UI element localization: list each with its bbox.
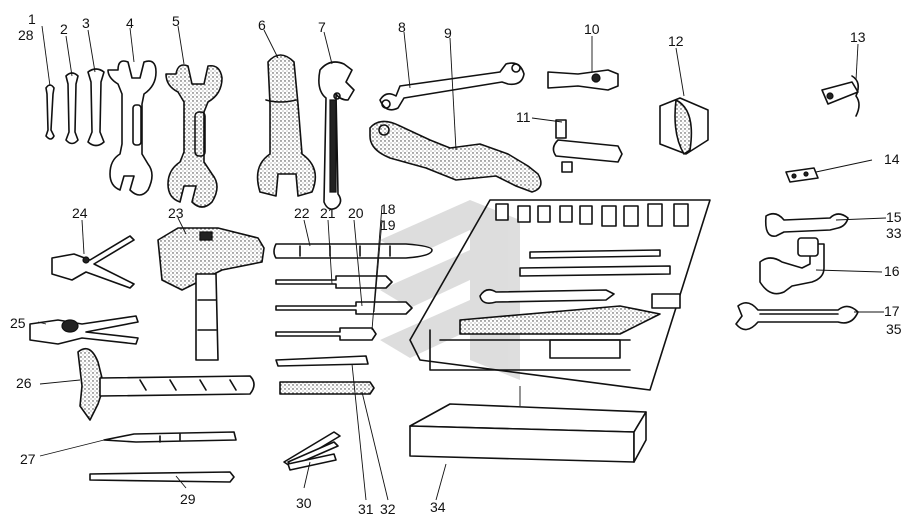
- sledge-hammer-23: [157, 227, 265, 361]
- diagonal-pliers-24: [51, 235, 135, 289]
- socket-wrench-10: [547, 69, 619, 91]
- label-22: 22: [294, 205, 310, 221]
- long-open-wrench-17: [735, 302, 859, 331]
- label-8: 8: [398, 19, 406, 35]
- label-30: 30: [296, 495, 312, 511]
- label-7: 7: [318, 19, 326, 35]
- open-wrench-3: [87, 68, 105, 147]
- label-21: 21: [320, 205, 336, 221]
- file-32: [279, 381, 375, 395]
- label-3: 3: [82, 15, 90, 31]
- hammer-26: [77, 347, 255, 421]
- part-labels: 1 28 2 3 4 5 6 7 8 9 10 11 12 13 14 15 3…: [10, 11, 902, 517]
- large-open-wrench-5: [165, 64, 223, 208]
- label-27: 27: [20, 451, 36, 467]
- label-5: 5: [172, 13, 180, 29]
- open-wrench-2: [65, 72, 79, 145]
- label-23: 23: [168, 205, 184, 221]
- label-12: 12: [668, 33, 684, 49]
- label-6: 6: [258, 17, 266, 33]
- label-29: 29: [180, 491, 196, 507]
- small-open-wrench-1: [45, 84, 55, 140]
- tool-roll-panel: [409, 199, 711, 391]
- tool-box-34: [409, 403, 647, 463]
- label-31: 31: [358, 501, 374, 517]
- label-14: 14: [884, 151, 900, 167]
- label-16: 16: [884, 263, 900, 279]
- leader-lines: [37, 25, 887, 501]
- socket-row: [495, 203, 689, 227]
- spark-plug-key-14: [785, 167, 819, 183]
- label-2: 2: [60, 21, 68, 37]
- file-31: [275, 355, 369, 367]
- label-34: 34: [430, 499, 446, 515]
- label-17: 17: [884, 303, 900, 319]
- large-open-wrench-4: [107, 60, 157, 196]
- label-11: 11: [516, 109, 531, 125]
- combination-pliers-25: [29, 315, 139, 345]
- watermark-logo: [380, 200, 520, 380]
- screwdriver-22: [273, 243, 433, 259]
- label-32: 32: [380, 501, 396, 517]
- t-handle-wrench-11: [552, 119, 623, 173]
- valve-key-13: [821, 75, 860, 117]
- chisel-27: [103, 431, 237, 443]
- label-9: 9: [444, 25, 452, 41]
- label-24: 24: [72, 205, 88, 221]
- punch-29: [89, 471, 235, 483]
- adjustable-wrench-7: [318, 61, 355, 210]
- feeler-gauge-30: [283, 431, 341, 471]
- label-33: 33: [886, 225, 902, 241]
- spanner-wrench-6: [256, 54, 317, 197]
- cranked-box-wrench-9: [369, 120, 542, 193]
- label-20: 20: [348, 205, 364, 221]
- label-1: 1: [28, 11, 36, 27]
- label-4: 4: [126, 15, 134, 31]
- label-19: 19: [380, 217, 396, 233]
- screwdriver-21: [275, 275, 393, 289]
- wheel-wrench-12: [659, 97, 709, 155]
- pipe-wrench-16: [759, 237, 825, 295]
- flat-wrench-15: [764, 212, 849, 237]
- box-wrench-8: [379, 62, 525, 111]
- label-25: 25: [10, 315, 26, 331]
- screwdriver-20: [275, 301, 413, 315]
- label-35: 35: [886, 321, 902, 337]
- label-10: 10: [584, 21, 600, 37]
- screwdriver-19: [275, 327, 377, 341]
- label-13: 13: [850, 29, 866, 45]
- label-18: 18: [380, 201, 396, 217]
- label-28: 28: [18, 27, 34, 43]
- label-26: 26: [16, 375, 32, 391]
- label-15: 15: [886, 209, 902, 225]
